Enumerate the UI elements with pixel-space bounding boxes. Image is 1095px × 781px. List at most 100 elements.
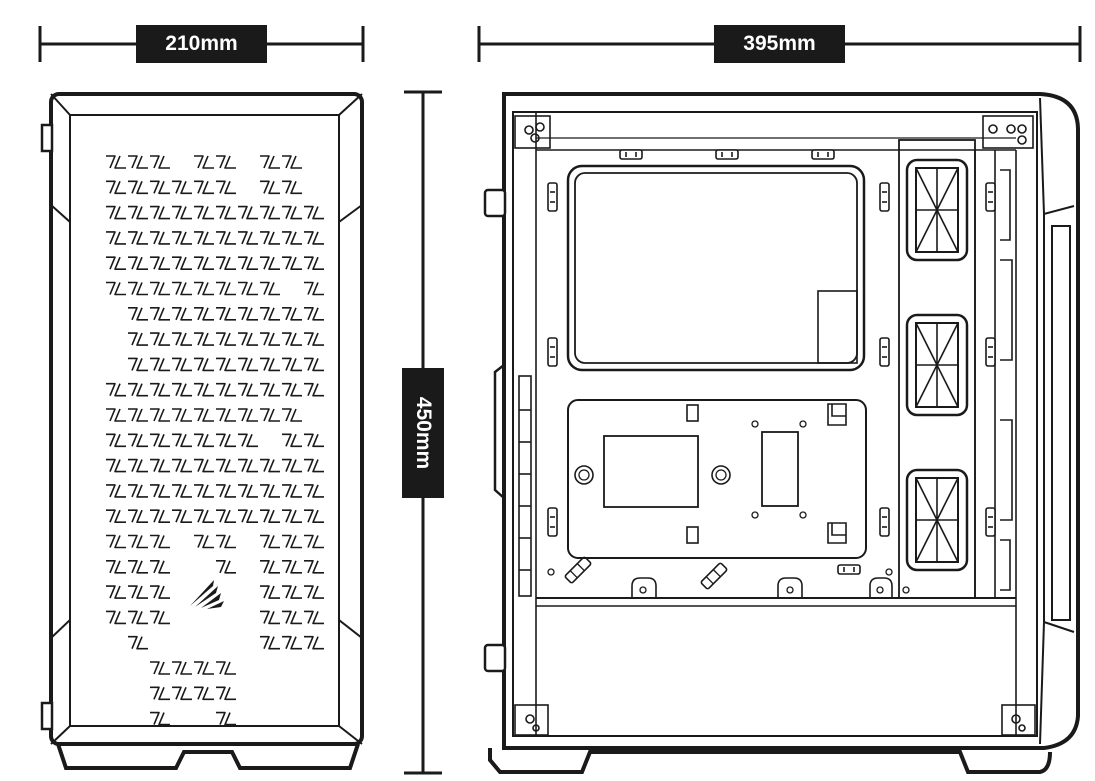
mesh-cell — [281, 180, 303, 195]
mesh-cell — [193, 281, 215, 296]
mesh-cell — [193, 661, 215, 675]
mesh-cell — [259, 610, 281, 625]
mesh-cell — [127, 180, 149, 195]
mesh-cell — [215, 180, 237, 195]
mesh-cell — [281, 509, 303, 524]
mesh-cell — [259, 205, 281, 220]
mesh-cell — [171, 306, 193, 321]
mesh-cell — [215, 382, 237, 397]
mesh-cell — [171, 661, 193, 675]
mesh-cell — [215, 332, 237, 346]
mesh-cell — [171, 180, 193, 195]
mesh-cell — [281, 155, 303, 169]
mesh-cell — [303, 534, 325, 549]
mesh-cell — [303, 458, 325, 473]
mesh-cell — [149, 155, 171, 169]
mesh-cell — [193, 433, 215, 448]
mesh-cell — [149, 433, 171, 448]
mesh-cell — [105, 610, 127, 625]
mesh-cell — [259, 408, 281, 422]
mesh-cell — [127, 306, 149, 321]
mesh-cell — [105, 408, 127, 422]
mesh-cell — [303, 433, 325, 448]
mesh-cell — [281, 408, 303, 422]
mesh-cell — [215, 458, 237, 473]
mesh-cell — [237, 205, 259, 220]
mesh-cell — [303, 610, 325, 625]
mesh-cell — [127, 534, 149, 549]
mesh-cell — [127, 205, 149, 220]
mesh-cell — [281, 231, 303, 245]
mesh-cell — [149, 306, 171, 321]
mesh-cell — [281, 382, 303, 397]
mesh-cell — [127, 635, 149, 650]
mesh-cell — [171, 205, 193, 220]
mesh-cell — [171, 408, 193, 422]
mesh-cell — [281, 357, 303, 372]
mesh-cell — [303, 205, 325, 220]
mesh-cell — [149, 382, 171, 397]
mesh-cell — [127, 509, 149, 524]
mesh-cell — [303, 585, 325, 599]
mesh-cell — [303, 559, 325, 574]
mesh-cell — [149, 610, 171, 625]
mesh-cell — [303, 281, 325, 296]
mesh-cell — [193, 686, 215, 701]
mesh-cell — [193, 458, 215, 473]
mesh-cell — [303, 635, 325, 650]
mesh-cell — [171, 332, 193, 346]
mesh-cell — [303, 484, 325, 498]
mesh-cell — [127, 559, 149, 574]
mesh-cell — [193, 484, 215, 498]
mesh-cell — [237, 332, 259, 346]
mesh-cell — [215, 256, 237, 271]
mesh-cell — [149, 205, 171, 220]
mesh-cell — [149, 357, 171, 372]
mesh-cell — [149, 585, 171, 599]
mesh-cell — [303, 332, 325, 346]
mesh-cell — [281, 484, 303, 498]
mesh-cell — [105, 155, 127, 169]
mesh-cell — [171, 686, 193, 701]
mesh-cell — [281, 585, 303, 599]
mesh-cell — [237, 484, 259, 498]
front-mesh-pattern — [105, 155, 325, 726]
mesh-cell — [127, 231, 149, 245]
mesh-cell — [105, 559, 127, 574]
mesh-cell — [171, 256, 193, 271]
mesh-cell — [215, 686, 237, 701]
mesh-cell — [215, 281, 237, 296]
mesh-cell — [259, 559, 281, 574]
mesh-cell — [127, 281, 149, 296]
mesh-cell — [127, 458, 149, 473]
mesh-cell — [193, 357, 215, 372]
sail-logo-icon — [190, 580, 224, 609]
mesh-cell — [193, 408, 215, 422]
mesh-cell — [127, 433, 149, 448]
mesh-cell — [303, 357, 325, 372]
mesh-cell — [215, 534, 237, 549]
mesh-cell — [237, 382, 259, 397]
mesh-cell — [127, 484, 149, 498]
mesh-cell — [259, 231, 281, 245]
mesh-cell — [193, 509, 215, 524]
mesh-cell — [259, 281, 281, 296]
mesh-cell — [281, 610, 303, 625]
mesh-cell — [303, 382, 325, 397]
mesh-cell — [149, 256, 171, 271]
mesh-cell — [193, 534, 215, 549]
mesh-cell — [215, 509, 237, 524]
mesh-cell — [259, 635, 281, 650]
mesh-cell — [127, 610, 149, 625]
mesh-cell — [127, 155, 149, 169]
mesh-cell — [215, 559, 237, 574]
mesh-cell — [259, 155, 281, 169]
mesh-cell — [149, 711, 171, 726]
mesh-cell — [149, 180, 171, 195]
case-side-view — [483, 92, 1080, 774]
mesh-cell — [259, 306, 281, 321]
mesh-cell — [303, 231, 325, 245]
case-front-view — [40, 92, 364, 770]
mesh-cell — [193, 155, 215, 169]
